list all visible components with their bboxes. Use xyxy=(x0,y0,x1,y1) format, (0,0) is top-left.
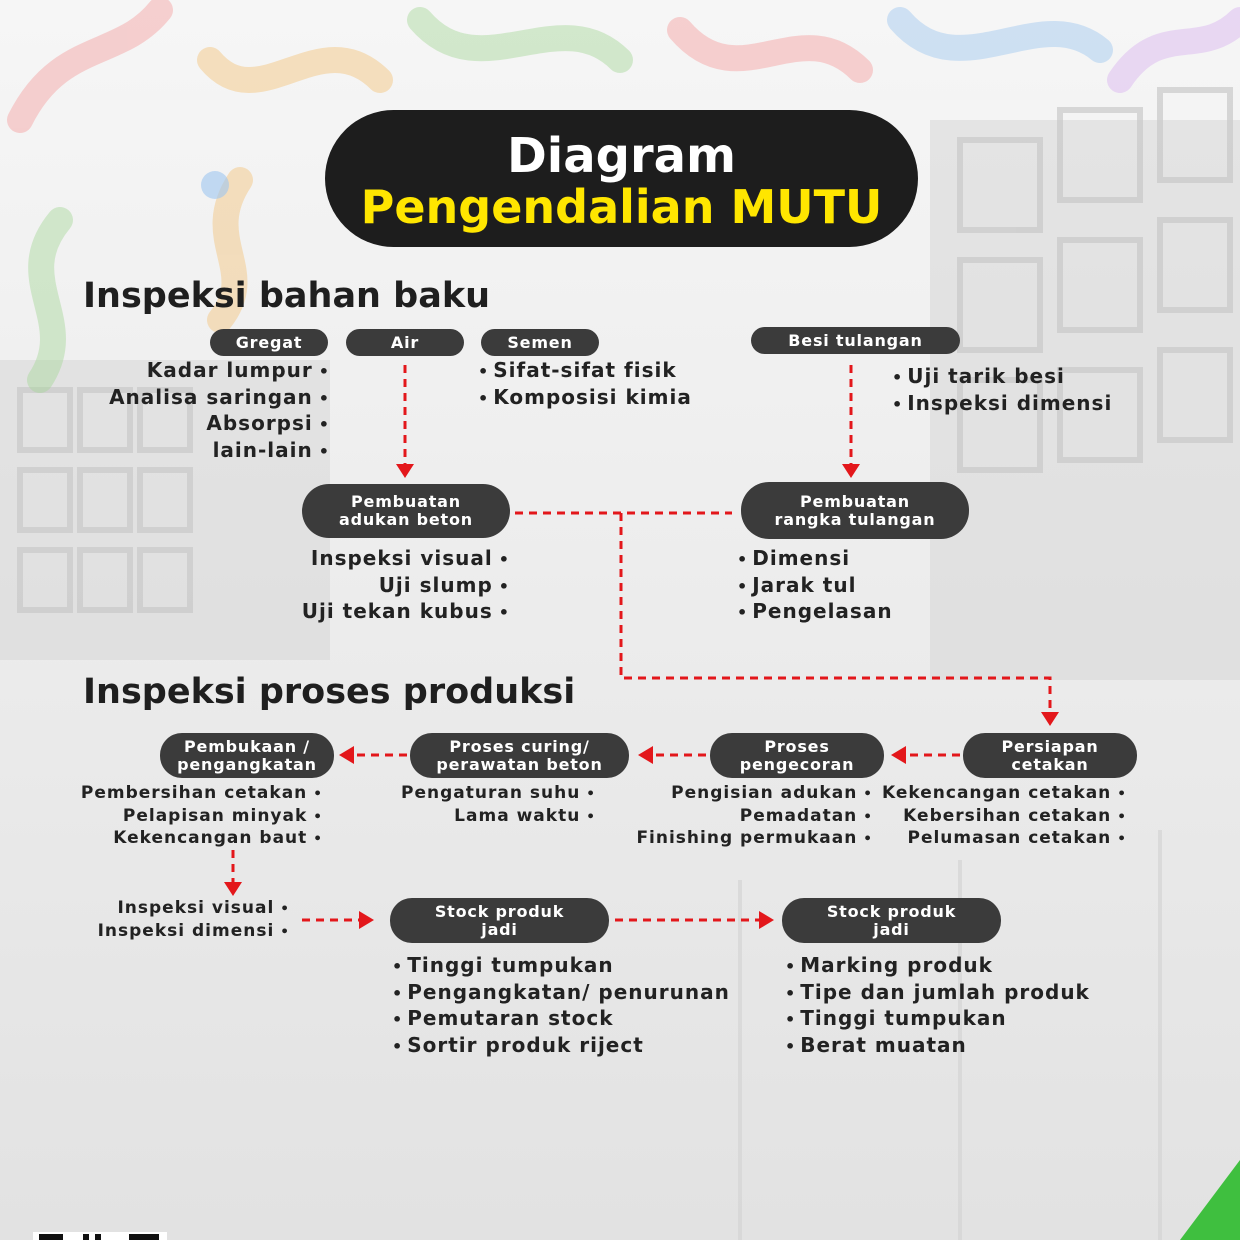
list-item: Lama waktu xyxy=(401,806,596,829)
list-item: Kekencangan cetakan xyxy=(882,783,1127,806)
list-item: Pemutaran stock xyxy=(392,1006,730,1033)
pill-pembukaan: Pembukaan /pengangkatan xyxy=(160,733,334,778)
section-title-raw: Inspeksi bahan baku xyxy=(83,276,491,316)
list-item: Uji slump xyxy=(302,573,510,600)
pill-besi-tulangan: Besi tulangan xyxy=(751,327,960,354)
pill-air: Air xyxy=(346,329,464,356)
logo-fragment xyxy=(33,1232,167,1240)
list-item: Tinggi tumpukan xyxy=(785,1006,1090,1033)
title-banner: Diagram Pengendalian MUTU xyxy=(325,110,918,247)
list-item: Sortir produk riject xyxy=(392,1033,730,1060)
title-line2: Pengendalian MUTU xyxy=(360,180,883,234)
list-item: Uji tekan kubus xyxy=(302,599,510,626)
pill-semen: Semen xyxy=(481,329,599,356)
list-item: Inspeksi dimensi xyxy=(892,391,1112,418)
list-item: Jarak tul xyxy=(737,573,893,600)
list-pembukaan: Pembersihan cetakan Pelapisan minyak Kek… xyxy=(81,783,323,851)
list-item: Analisa saringan xyxy=(109,385,330,412)
list-item: Inspeksi visual xyxy=(302,546,510,573)
list-item: Sifat-sifat fisik xyxy=(478,358,692,385)
list-item: Pelapisan minyak xyxy=(81,806,323,829)
section-title-process: Inspeksi proses produksi xyxy=(83,672,576,712)
list-item: Pengaturan suhu xyxy=(401,783,596,806)
list-item: Pelumasan cetakan xyxy=(882,828,1127,851)
list-inspeksi: Inspeksi visual Inspeksi dimensi xyxy=(98,898,290,943)
list-item: Pembersihan cetakan xyxy=(81,783,323,806)
list-item: Pengangkatan/ penurunan xyxy=(392,980,730,1007)
list-item: Komposisi kimia xyxy=(478,385,692,412)
list-item: Pemadatan xyxy=(636,806,873,829)
title-line1: Diagram xyxy=(506,128,737,184)
list-item: Berat muatan xyxy=(785,1033,1090,1060)
list-persiapan: Kekencangan cetakan Kebersihan cetakan P… xyxy=(882,783,1127,851)
list-item: lain-lain xyxy=(109,438,330,465)
list-item: Marking produk xyxy=(785,953,1090,980)
pill-gregat: Gregat xyxy=(210,329,328,356)
list-item: Tinggi tumpukan xyxy=(392,953,730,980)
list-semen: Sifat-sifat fisik Komposisi kimia xyxy=(478,358,692,411)
list-besi: Uji tarik besi Inspeksi dimensi xyxy=(892,364,1112,417)
list-stock-1: Tinggi tumpukan Pengangkatan/ penurunan … xyxy=(392,953,730,1059)
pill-proses-curing: Proses curing/perawatan beton xyxy=(410,733,629,778)
list-pengecoran: Pengisian adukan Pemadatan Finishing per… xyxy=(636,783,873,851)
list-gregat: Kadar lumpur Analisa saringan Absorpsi l… xyxy=(109,358,330,464)
list-item: Kadar lumpur xyxy=(109,358,330,385)
list-adukan: Inspeksi visual Uji slump Uji tekan kubu… xyxy=(302,546,510,626)
list-item: Kekencangan baut xyxy=(81,828,323,851)
list-item: Inspeksi visual xyxy=(98,898,290,921)
list-rangka: Dimensi Jarak tul Pengelasan xyxy=(737,546,893,626)
list-item: Inspeksi dimensi xyxy=(98,921,290,944)
list-item: Dimensi xyxy=(737,546,893,573)
list-curing: Pengaturan suhu Lama waktu xyxy=(401,783,596,828)
list-stock-2: Marking produk Tipe dan jumlah produk Ti… xyxy=(785,953,1090,1059)
list-item: Uji tarik besi xyxy=(892,364,1112,391)
list-item: Tipe dan jumlah produk xyxy=(785,980,1090,1007)
list-item: Finishing permukaan xyxy=(636,828,873,851)
list-item: Pengelasan xyxy=(737,599,893,626)
list-item: Kebersihan cetakan xyxy=(882,806,1127,829)
list-item: Pengisian adukan xyxy=(636,783,873,806)
list-item: Absorpsi xyxy=(109,411,330,438)
